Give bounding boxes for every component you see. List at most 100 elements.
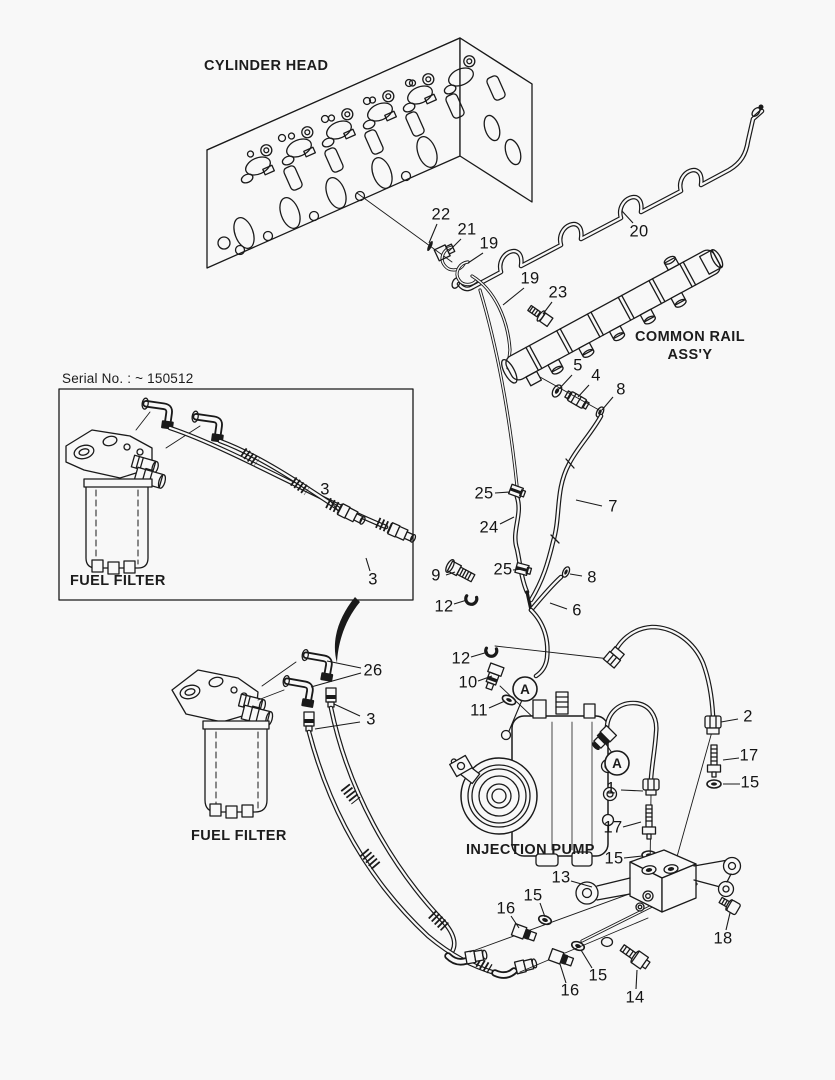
callout-13: 13 [551,868,571,887]
callout-24: 24 [479,518,499,537]
leader-line [577,384,590,398]
callout-14: 14 [625,988,645,1007]
leader-line [622,821,642,828]
rail-fitting-axis [539,376,600,411]
callout-17: 17 [603,818,623,837]
pipe-1-art [591,700,660,796]
fitting-axis-a [469,889,641,953]
callout-12: 12 [451,649,471,668]
leader-line [605,743,613,754]
head-port-axis-line [356,192,453,263]
part-15-r-art [706,779,722,789]
part-16-b-art [547,947,575,967]
fuel-filter-2-art [171,648,538,979]
injection-pump-art [449,691,618,867]
part-12-clip-a-art [464,594,479,606]
leader-line [470,651,489,658]
injection-pump-label: INJECTION PUMP [466,842,595,858]
leak-off-pipe-20-art [451,104,765,292]
callout-6: 6 [572,601,582,620]
leader-line [575,499,603,507]
callout-18: 18 [713,929,733,948]
part-17-r-art [706,744,722,778]
cylinder-head-label: CYLINDER HEAD [204,58,329,74]
pipe2-axis [672,727,714,872]
leader-line [512,568,524,571]
leader-line [558,374,573,390]
callout-22: 22 [431,205,451,224]
callout-17: 17 [739,746,759,765]
part-16-a-art [510,922,538,942]
leader-line [601,396,614,411]
fuel-filter-1-label: FUEL FILTER [70,573,166,589]
cylinder-head-art [206,37,533,269]
leader-line [477,675,493,682]
part-23-art [527,304,554,328]
leader-line [333,703,361,717]
svg-text:A: A [612,756,622,771]
swoosh-arrow [334,597,360,663]
leader-line [570,880,593,888]
bracket-13-art [575,849,742,970]
bolt-18-art [718,896,741,916]
leader-line [326,660,362,669]
leader-line [328,498,340,513]
leader-line [508,699,523,732]
callout-5: 5 [573,356,583,375]
callout-25: 25 [474,484,494,503]
leader-line [725,912,731,931]
leader-line [580,949,593,969]
part-10-art [485,662,505,691]
leader-line [510,915,520,929]
svg-text:A: A [520,682,530,697]
leader-line [448,238,462,252]
leader-line [542,301,553,315]
callout-12: 12 [434,597,454,616]
part-11-art [501,694,517,706]
leader-line [453,599,468,605]
leader-line [494,491,511,494]
serial-no-label: Serial No. : ~ 150512 [62,371,194,386]
common-rail-label: COMMON RAIL ASS'Y [635,329,745,364]
fuel-filter-1-art [65,397,417,575]
callout-10: 10 [458,673,478,692]
leader-line [365,557,371,572]
pipe2-align-line [494,645,611,660]
part-15-m-art [537,914,553,926]
callout-3: 3 [366,710,376,729]
callout-26: 26 [363,661,383,680]
leader-line [620,789,644,792]
callout-16: 16 [560,981,580,1000]
leader-line [488,700,506,709]
leader-line [499,516,515,525]
leader-line [635,969,638,990]
callout-15: 15 [523,886,543,905]
callout-19: 19 [520,269,540,288]
common-rail-art [501,249,724,387]
leader-line [314,721,361,730]
part-21-art [433,243,456,262]
leader-line [623,855,643,859]
leader-line [559,963,567,984]
callout-3: 3 [320,480,330,499]
callout-16: 16 [496,899,516,918]
part-5-art [551,384,563,398]
part-15-c-art [570,940,586,952]
callout-9: 9 [431,566,441,585]
leader-line [621,210,634,224]
callout-15: 15 [588,966,608,985]
part-12-clip-b-art [484,646,499,658]
callout-11: 11 [470,701,488,720]
fuel-filter-2-label: FUEL FILTER [191,828,287,844]
hose-24-art [508,483,571,679]
pipe-2-art [602,624,722,735]
part-22-art [427,240,433,252]
callout-19: 19 [479,234,499,253]
callout-8: 8 [616,380,626,399]
leader-line [310,672,362,688]
callout-3: 3 [368,570,378,589]
callout-15: 15 [604,849,624,868]
